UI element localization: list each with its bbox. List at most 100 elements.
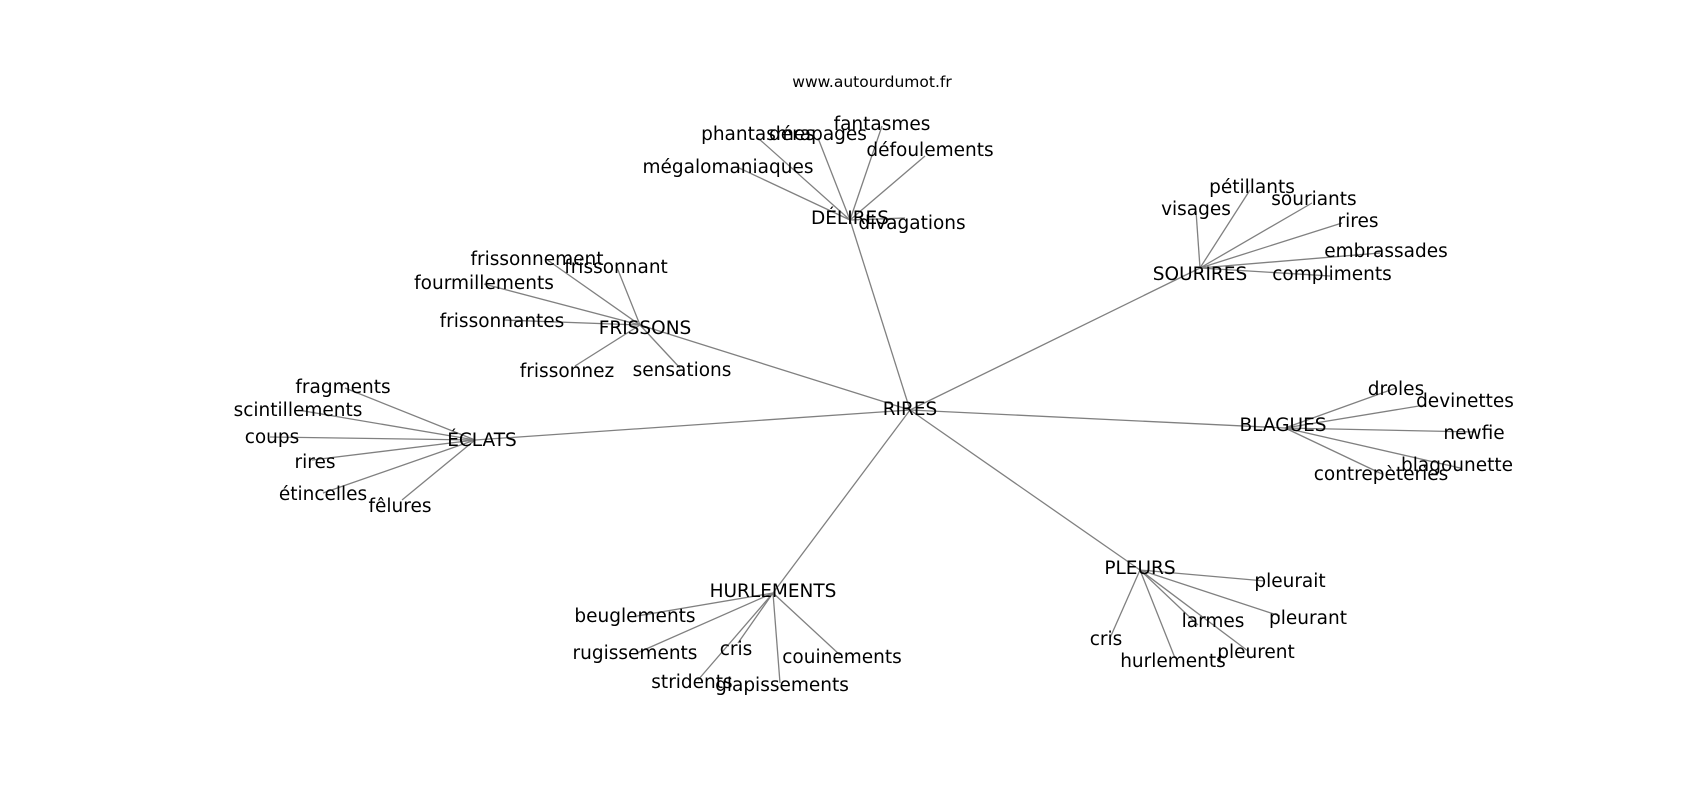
leaf-word[interactable]: étincelles [279, 484, 367, 505]
leaf-edge-3-3 [311, 439, 476, 461]
leaf-word[interactable]: beuglements [574, 606, 695, 627]
leaf-edge-5-4 [1109, 569, 1141, 639]
leaf-word[interactable]: contrepèteries [1314, 464, 1449, 485]
leaf-word[interactable]: dérapages [769, 124, 867, 145]
leaf-word[interactable]: fêlures [369, 496, 432, 517]
leaf-word[interactable]: fantasmes [834, 114, 931, 135]
leaf-edge-6-4 [772, 592, 781, 684]
leaf-edge-1-3 [1199, 222, 1343, 269]
leaf-edge-3-2 [269, 436, 476, 441]
leaf-word[interactable]: souriants [1271, 189, 1356, 210]
leaf-word[interactable]: fourmillements [414, 273, 554, 294]
leaf-word[interactable]: défoulements [866, 140, 993, 161]
root-edge-0 [849, 219, 911, 411]
leaf-edge-5-3 [1139, 569, 1249, 652]
leaf-edge-3-5 [401, 439, 476, 501]
root-edge-1 [909, 267, 1201, 411]
leaf-word[interactable]: scintillements [234, 400, 363, 421]
hub-word[interactable]: FRISSONS [599, 318, 692, 339]
hub-word[interactable]: HURLEMENTS [710, 581, 837, 602]
leaf-word[interactable]: frissonnement [470, 249, 603, 270]
leaf-edge-6-2 [737, 592, 774, 644]
leaf-word[interactable]: visages [1161, 199, 1231, 220]
hub-word[interactable]: BLAGUES [1239, 415, 1326, 436]
leaf-edge-1-1 [1195, 210, 1201, 269]
leaf-edge-2-0 [545, 258, 641, 326]
leaf-edge-0-1 [757, 137, 851, 221]
leaf-edge-5-1 [1139, 569, 1281, 617]
leaf-edge-2-2 [483, 283, 641, 326]
leaf-word[interactable]: rires [1338, 211, 1379, 232]
hub-word[interactable]: SOURIRES [1153, 264, 1247, 285]
leaf-word[interactable]: cris [720, 639, 753, 660]
leaf-edge-1-0 [1199, 189, 1251, 269]
site-url: www.autourdumot.fr [792, 73, 952, 91]
root-edge-2 [639, 324, 911, 411]
leaf-word[interactable]: stridents [651, 672, 732, 693]
leaf-word[interactable]: mégalomaniaques [643, 157, 814, 178]
leaf-edge-6-3 [697, 592, 774, 681]
hub-word[interactable]: PLEURS [1104, 558, 1175, 579]
leaf-word[interactable]: phantasmes [701, 124, 815, 145]
leaf-word[interactable]: newfie [1443, 423, 1504, 444]
leaf-edge-2-5 [639, 324, 681, 369]
leaf-word[interactable]: rires [295, 452, 336, 473]
leaf-word[interactable]: embrassades [1324, 241, 1447, 262]
leaf-word[interactable]: rugissements [573, 643, 698, 664]
leaf-edge-4-0 [1284, 387, 1397, 429]
leaf-edge-5-0 [1139, 569, 1266, 582]
root-edge-5 [909, 409, 1141, 571]
root-edge-4 [909, 409, 1286, 429]
leaf-word[interactable]: blagounette [1401, 455, 1513, 476]
leaf-edge-2-4 [574, 324, 641, 367]
leaf-edge-0-5 [849, 217, 906, 221]
leaf-edge-4-1 [1284, 404, 1426, 429]
leaf-edge-0-0 [849, 125, 883, 221]
leaf-word[interactable]: compliments [1272, 264, 1392, 285]
leaf-edge-3-4 [322, 439, 476, 494]
leaf-word[interactable]: coups [245, 427, 300, 448]
leaf-edge-1-4 [1199, 252, 1381, 269]
leaf-edge-6-5 [772, 592, 841, 656]
leaf-word[interactable]: larmes [1182, 611, 1245, 632]
leaf-word[interactable]: hurlements [1120, 651, 1226, 672]
leaf-edge-0-2 [817, 137, 851, 221]
leaf-word[interactable]: frissonnez [520, 361, 614, 382]
leaf-edge-4-3 [1284, 427, 1461, 469]
leaf-edge-6-0 [636, 592, 774, 617]
root-edge-6 [772, 409, 911, 594]
hub-word[interactable]: ÉCLATS [447, 429, 517, 451]
leaf-edge-4-2 [1284, 427, 1477, 433]
leaf-edge-6-1 [636, 592, 774, 654]
leaf-word[interactable]: sensations [633, 360, 732, 381]
leaf-edge-1-5 [1199, 267, 1331, 277]
leaf-word[interactable]: devinettes [1416, 391, 1514, 412]
leaf-word[interactable]: pleurant [1269, 608, 1347, 629]
leaf-word[interactable]: pleurent [1217, 642, 1295, 663]
leaf-word[interactable]: frissonnant [564, 257, 668, 278]
leaf-word[interactable]: couinements [782, 647, 901, 668]
leaf-edge-0-4 [736, 166, 851, 221]
leaf-edge-2-3 [502, 319, 641, 326]
leaf-edge-1-2 [1199, 202, 1313, 269]
leaf-word[interactable]: cris [1090, 629, 1123, 650]
root-word[interactable]: RIRES [883, 399, 938, 420]
leaf-edge-3-0 [344, 387, 476, 441]
leaf-edge-3-1 [297, 409, 476, 441]
leaf-edge-5-2 [1139, 569, 1199, 626]
leaf-edge-5-5 [1139, 569, 1176, 659]
leaf-edge-4-4 [1284, 427, 1383, 475]
leaf-edge-0-3 [849, 155, 926, 221]
leaf-word[interactable]: frissonnantes [440, 311, 565, 332]
root-edge-3 [474, 409, 911, 441]
leaf-word[interactable]: droles [1368, 379, 1424, 400]
leaf-edge-2-1 [615, 264, 641, 326]
hub-word[interactable]: DÉLIRES [811, 207, 889, 229]
leaf-word[interactable]: divagations [858, 213, 965, 234]
leaf-word[interactable]: pleurait [1254, 571, 1325, 592]
leaf-word[interactable]: pétillants [1209, 177, 1295, 198]
leaf-word[interactable]: glapissements [715, 675, 849, 696]
leaf-word[interactable]: fragments [295, 377, 390, 398]
